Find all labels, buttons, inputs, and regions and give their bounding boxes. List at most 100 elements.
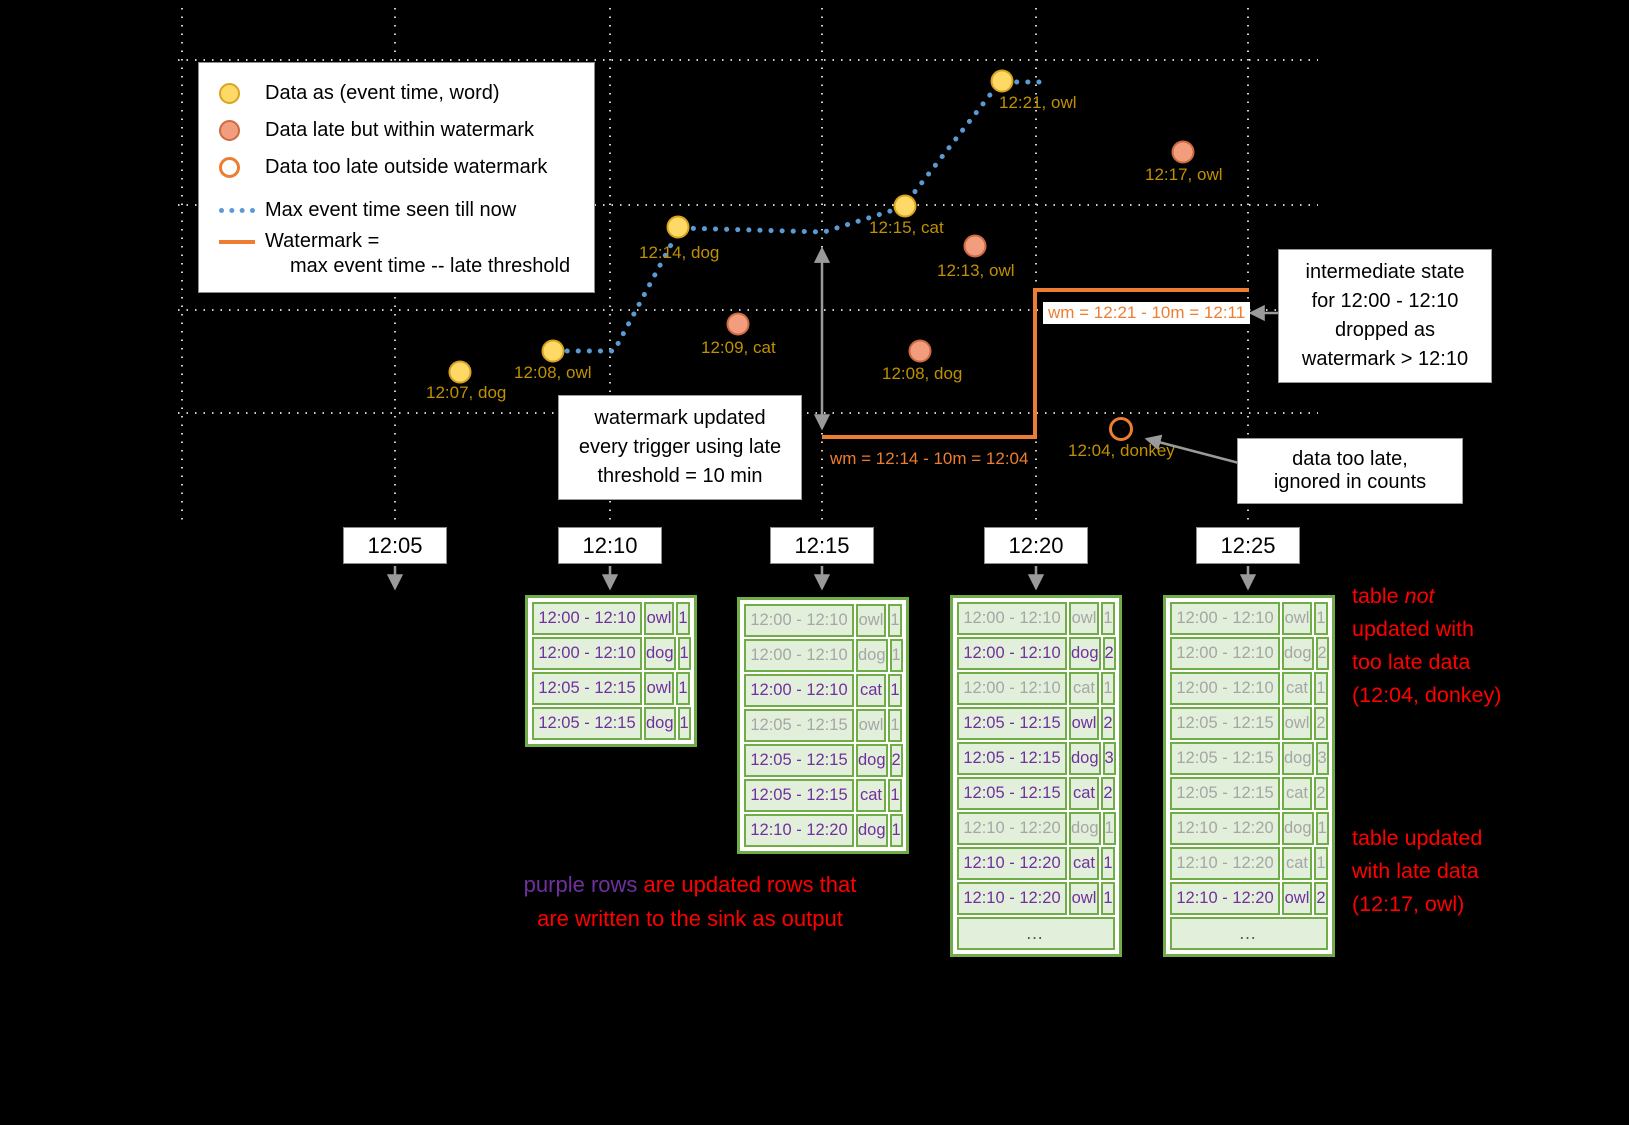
- watermark-value-label-2: wm = 12:21 - 10m = 12:11: [1043, 302, 1251, 324]
- annotation-line: table updated: [1352, 826, 1483, 850]
- cell-word: dog: [644, 707, 676, 740]
- callout-line: watermark > 12:10: [1301, 348, 1469, 370]
- cell-count: 2: [1101, 777, 1115, 810]
- callout-watermark-updated: watermark updated every trigger using la…: [558, 395, 802, 500]
- cell-window: 12:10 - 12:20: [744, 814, 854, 847]
- cell-word: dog: [1282, 637, 1314, 670]
- callout-data-too-late: data too late, ignored in counts: [1237, 438, 1463, 504]
- cell-count: 2: [1315, 637, 1329, 670]
- cell-word: dog: [856, 744, 888, 777]
- legend-item-max-event-line: Max event time seen till now: [219, 194, 594, 226]
- cell-window: 12:05 - 12:15: [1170, 777, 1280, 810]
- cell-window: 12:05 - 12:15: [744, 744, 854, 777]
- legend-item-watermark-line: Watermark =: [219, 226, 594, 257]
- legend-label: Data late but within watermark: [265, 119, 535, 141]
- cell-count: 2: [1102, 637, 1116, 670]
- legend-label: Max event time seen till now: [265, 198, 517, 221]
- trigger-time-12-05: 12:05: [343, 527, 447, 564]
- callout-line: intermediate state: [1305, 261, 1465, 283]
- cell-window: 12:05 - 12:15: [532, 707, 642, 740]
- on-time-data-point: [666, 215, 690, 239]
- cell-window: 12:10 - 12:20: [957, 812, 1067, 845]
- cell-window: 12:05 - 12:15: [1170, 742, 1280, 775]
- cell-window: 12:05 - 12:15: [744, 779, 854, 812]
- cell-word: dog: [856, 639, 888, 672]
- annotation-line: with late data: [1352, 859, 1479, 883]
- cell-word: dog: [1282, 742, 1314, 775]
- trigger-time-12-15: 12:15: [770, 527, 874, 564]
- cell-count: 1: [889, 639, 903, 672]
- cell-word: owl: [1069, 602, 1099, 635]
- event-label: 12:08, owl: [514, 363, 592, 382]
- event-label: 12:17, owl: [1145, 165, 1223, 184]
- cell-count: 1: [676, 672, 690, 705]
- event-label: 12:14, dog: [639, 243, 720, 262]
- cell-window: 12:05 - 12:15: [532, 672, 642, 705]
- gray-arrows: [386, 246, 1283, 591]
- cell-word: dog: [1069, 812, 1101, 845]
- cell-count: 2: [1101, 707, 1115, 740]
- legend-label-continued: max event time -- late threshold: [290, 255, 571, 277]
- cell-window: 12:10 - 12:20: [957, 847, 1067, 880]
- legend-label: Data too late outside watermark: [265, 156, 548, 178]
- trigger-time-12-20: 12:20: [984, 527, 1088, 564]
- too-late-pointer-arrow: [1144, 434, 1240, 465]
- cell-count: 1: [888, 709, 902, 742]
- ellipsis-row: …: [957, 917, 1115, 950]
- cell-word: owl: [1069, 882, 1099, 915]
- late-data-point: [1171, 140, 1195, 164]
- cell-count: 1: [888, 604, 902, 637]
- annotation-table-not-updated: table not updated with too late data (12…: [1352, 580, 1501, 712]
- cell-count: 1: [1101, 847, 1115, 880]
- cell-window: 12:05 - 12:15: [957, 707, 1067, 740]
- callout-line: dropped as: [1334, 319, 1436, 341]
- cell-window: 12:10 - 12:20: [957, 882, 1067, 915]
- callout-intermediate-state-dropped: intermediate state for 12:00 - 12:10 dro…: [1278, 249, 1492, 383]
- result-table-row: …: [957, 917, 1115, 950]
- cell-count: 3: [1315, 742, 1329, 775]
- cell-count: 1: [888, 674, 902, 707]
- cell-count: 1: [1314, 602, 1328, 635]
- cell-count: 1: [1315, 812, 1329, 845]
- legend-item-late: Data late but within watermark: [219, 112, 594, 149]
- callout-line: data too late,: [1292, 448, 1408, 470]
- too-late-dot-icon: [219, 157, 265, 178]
- cell-word: dog: [1069, 637, 1101, 670]
- late-dot-icon: [219, 120, 265, 141]
- max-event-time-line: [553, 79, 1046, 354]
- cell-window: 12:00 - 12:10: [1170, 637, 1280, 670]
- cell-count: 1: [889, 814, 903, 847]
- cell-count: 1: [1102, 812, 1116, 845]
- cell-window: 12:00 - 12:10: [744, 604, 854, 637]
- event-label: 12:13, owl: [937, 261, 1015, 280]
- result-table-row: …: [1170, 917, 1328, 950]
- event-label: 12:08, dog: [882, 364, 963, 383]
- cell-count: 1: [1101, 882, 1115, 915]
- cell-word: owl: [856, 709, 886, 742]
- trigger-time-12-10: 12:10: [558, 527, 662, 564]
- legend-item-too-late: Data too late outside watermark: [219, 149, 594, 186]
- annotation-line: table not: [1352, 584, 1435, 608]
- cell-count: 1: [676, 602, 690, 635]
- cell-window: 12:00 - 12:10: [957, 672, 1067, 705]
- legend: Data as (event time, word) Data late but…: [198, 62, 595, 293]
- late-data-point: [726, 312, 750, 336]
- trigger-time-12-25: 12:25: [1196, 527, 1300, 564]
- cell-window: 12:05 - 12:15: [957, 777, 1067, 810]
- on-time-dot-icon: [219, 83, 265, 104]
- annotation-line: too late data: [1352, 650, 1471, 674]
- cell-window: 12:05 - 12:15: [1170, 707, 1280, 740]
